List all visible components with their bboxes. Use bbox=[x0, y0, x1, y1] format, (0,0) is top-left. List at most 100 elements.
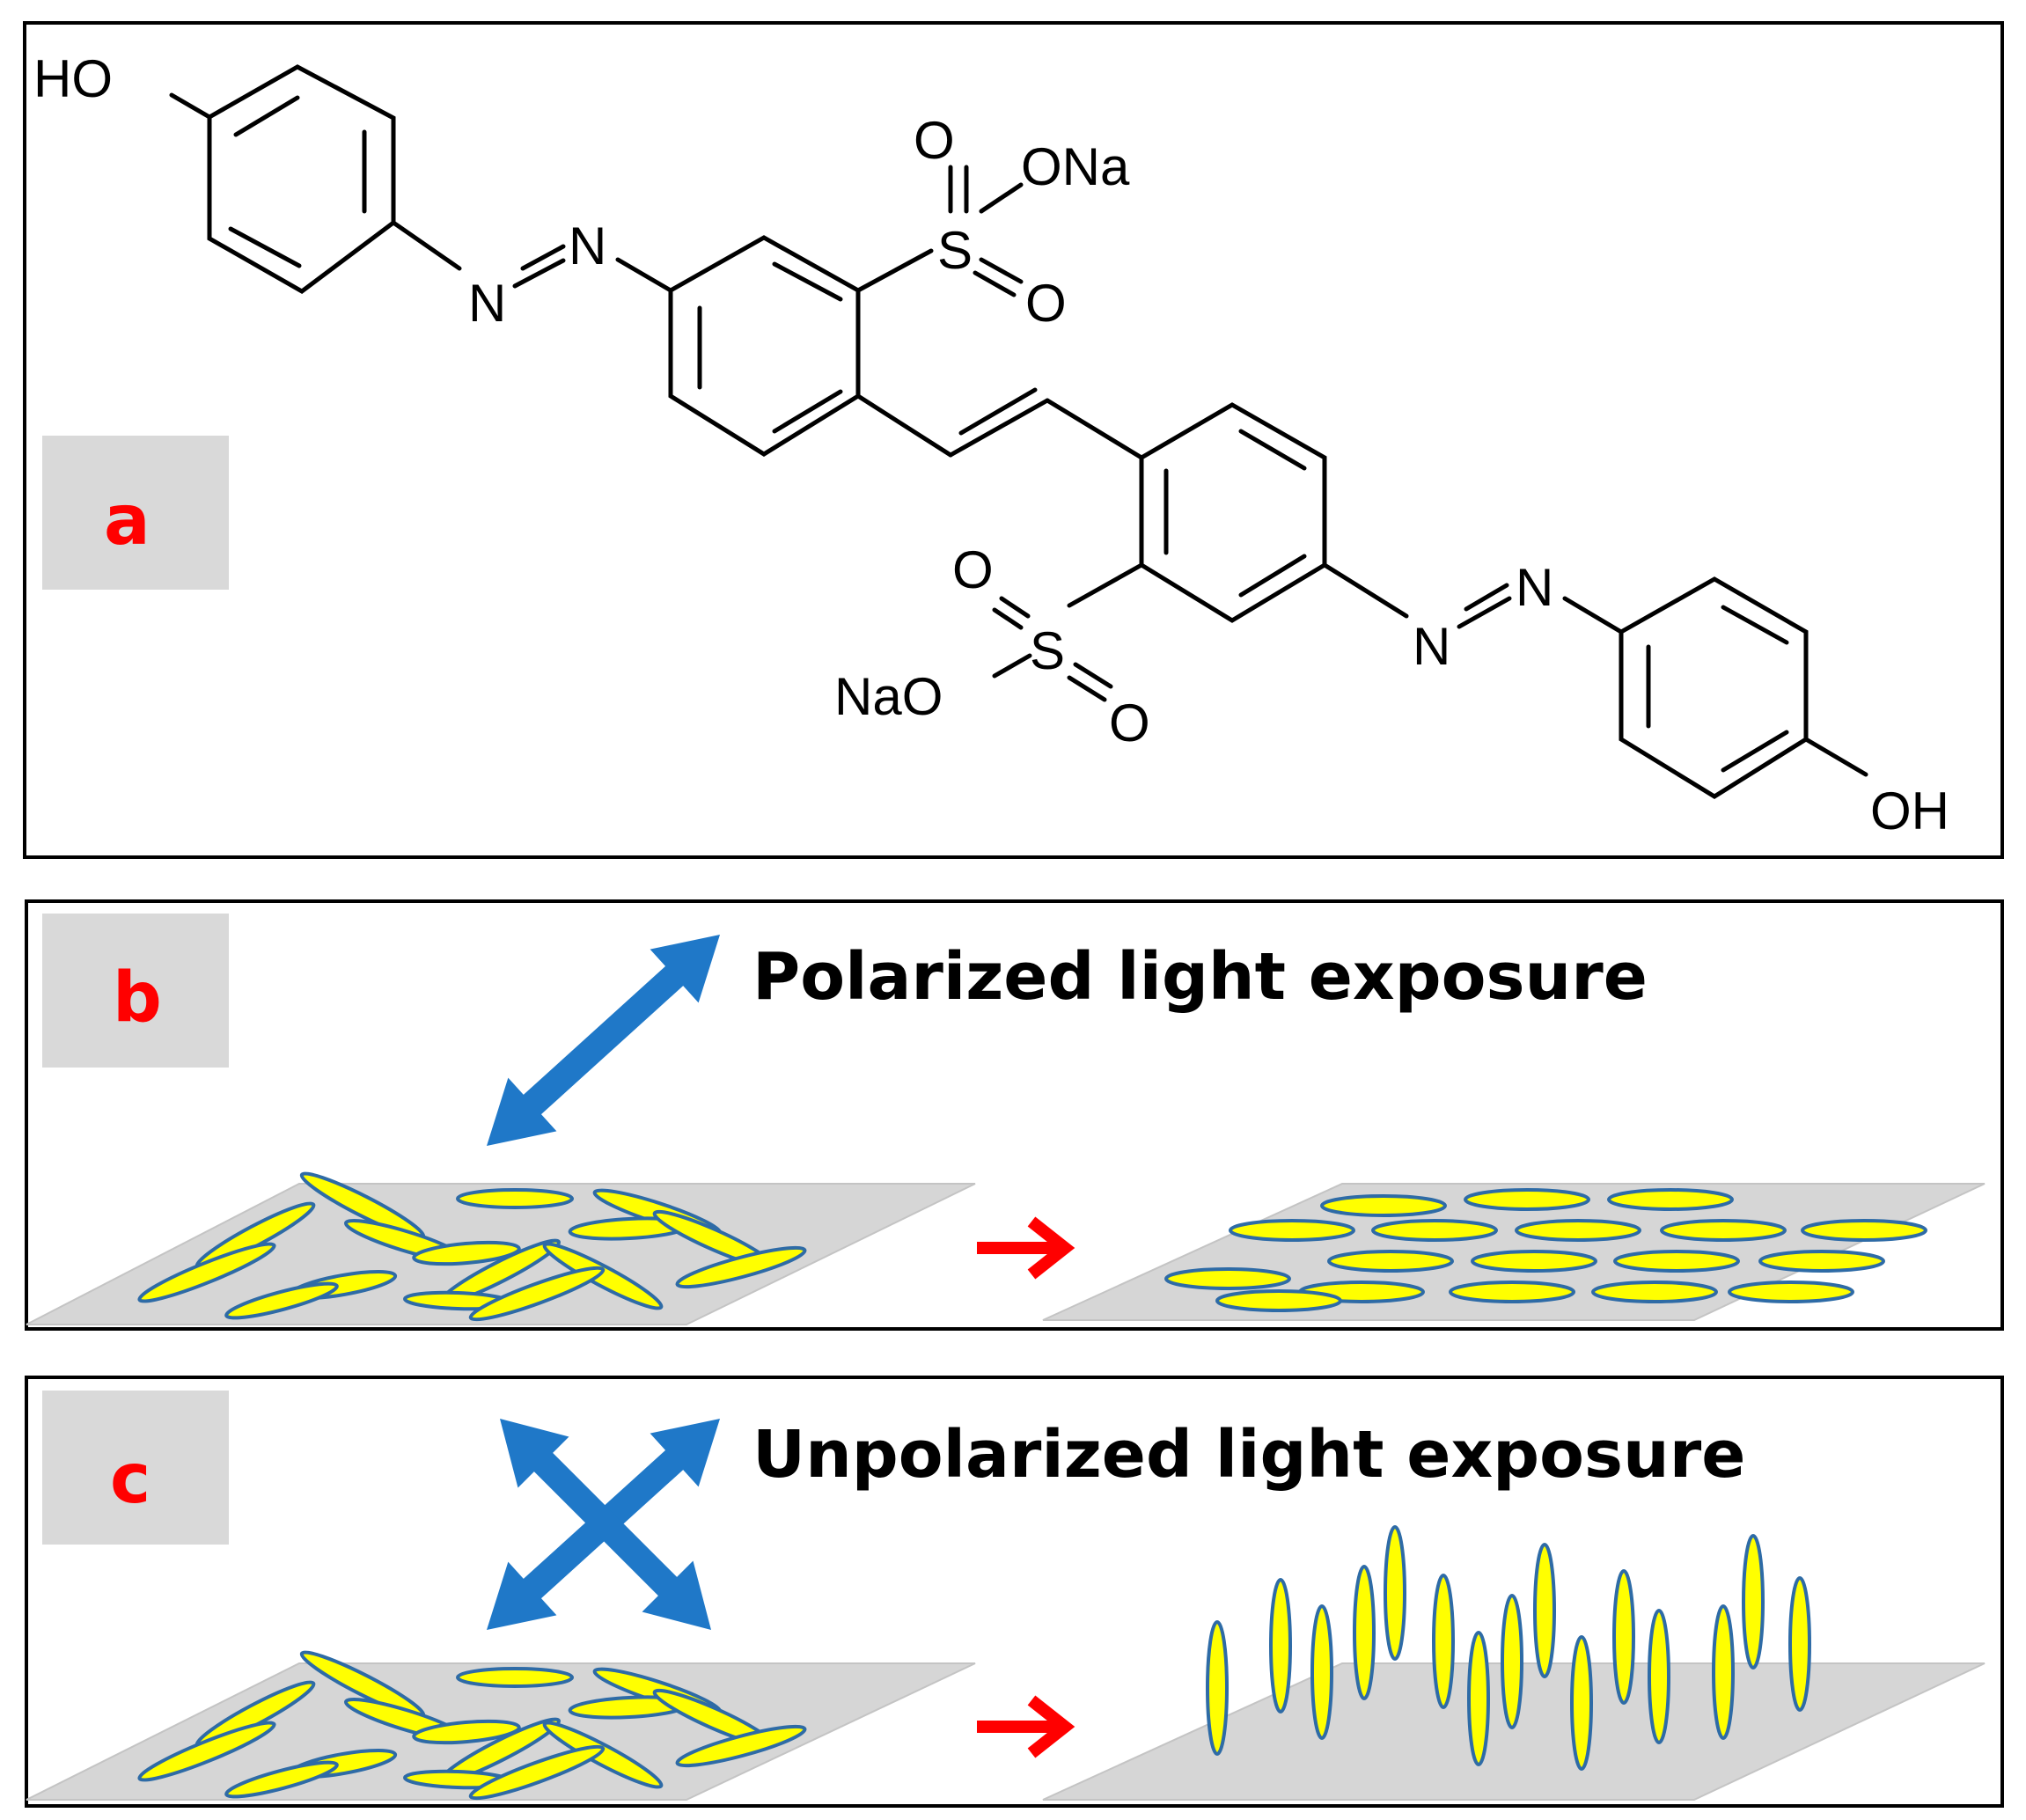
panel-b-title: Polarized light exposure bbox=[752, 939, 1648, 1015]
atom-n3: N bbox=[1413, 617, 1450, 676]
bond-ring-s-top bbox=[855, 248, 934, 293]
molecule-rod bbox=[1612, 1569, 1635, 1705]
molecule-rod bbox=[542, 1242, 664, 1310]
molecule-rod bbox=[1164, 1267, 1291, 1290]
molecule-rod bbox=[468, 1744, 606, 1801]
phenol-ring-right bbox=[1619, 576, 1809, 799]
atom-s-top: S bbox=[937, 221, 973, 280]
molecule-rod bbox=[1501, 1594, 1523, 1729]
panel-c-frame bbox=[25, 1376, 2004, 1808]
process-arrow-icon bbox=[977, 1216, 1075, 1280]
atom-nao: NaO bbox=[834, 667, 943, 726]
molecule-rod bbox=[1353, 1565, 1376, 1700]
atom-oh-bottom: OH bbox=[1870, 782, 1949, 840]
benzene-ring-upper bbox=[668, 235, 861, 457]
molecule-rod bbox=[224, 1281, 339, 1320]
panel-b: b Polarized light exposure bbox=[25, 899, 2004, 1331]
molecule-rod bbox=[456, 1188, 574, 1209]
atom-o4: O bbox=[1109, 694, 1150, 752]
panel-c-title: Unpolarized light exposure bbox=[752, 1417, 1745, 1493]
molecule-rod bbox=[1371, 1219, 1498, 1242]
molecule-rod bbox=[224, 1760, 339, 1799]
bond-n-n-1 bbox=[512, 258, 566, 289]
panel-c-label-box bbox=[42, 1391, 229, 1545]
molecule-rod bbox=[412, 1719, 521, 1745]
molecule-rod bbox=[1467, 1631, 1490, 1766]
bond-ring-n1 bbox=[391, 220, 462, 271]
atom-ho-top: HO bbox=[33, 49, 113, 108]
benzene-ring-lower bbox=[1139, 402, 1327, 623]
molecule-rod bbox=[1206, 1620, 1229, 1756]
atom-o3: O bbox=[952, 540, 994, 599]
bond-n2-ring bbox=[615, 257, 673, 293]
process-arrow-icon-c bbox=[977, 1695, 1075, 1758]
molecule-rod bbox=[1471, 1250, 1597, 1273]
molecule-rod bbox=[468, 1266, 606, 1322]
molecule-rod bbox=[1758, 1250, 1885, 1273]
atom-o2: O bbox=[1025, 274, 1067, 333]
molecule-rod bbox=[137, 1242, 276, 1303]
light-polarization-arrow bbox=[487, 935, 720, 1146]
light-polarization-arrow bbox=[500, 1419, 711, 1630]
molecule-rod bbox=[1712, 1604, 1735, 1740]
bond-n4-ring bbox=[1562, 596, 1624, 635]
atom-s-bottom: S bbox=[1030, 621, 1065, 680]
molecule-rod bbox=[1788, 1576, 1811, 1712]
molecule-rod bbox=[456, 1667, 574, 1688]
molecule-rod bbox=[675, 1724, 807, 1768]
bond-vinyl-1 bbox=[855, 393, 953, 458]
molecule-rod bbox=[1384, 1525, 1406, 1661]
molecule-rod bbox=[1464, 1188, 1590, 1211]
panel-a-label: a bbox=[104, 481, 150, 561]
molecule-rod bbox=[1310, 1604, 1333, 1740]
bond-n-n-2 bbox=[1457, 596, 1512, 629]
panel-b-label-box bbox=[42, 914, 229, 1068]
molecule-rod bbox=[1570, 1635, 1593, 1771]
atom-n1: N bbox=[468, 274, 506, 333]
molecule-rod bbox=[1613, 1250, 1740, 1273]
molecule-structure: HO N N S O ONa O bbox=[33, 49, 1949, 840]
atom-n4: N bbox=[1516, 558, 1553, 617]
phenol-ring-left bbox=[207, 64, 396, 294]
bond-vinyl-2 bbox=[948, 398, 1050, 458]
molecule-rod bbox=[412, 1240, 521, 1266]
molecule-rod bbox=[1801, 1219, 1927, 1242]
molecule-rod bbox=[1327, 1250, 1454, 1273]
panel-a-label-box bbox=[42, 436, 229, 590]
panel-a-frame bbox=[23, 21, 2004, 859]
molecule-rod bbox=[542, 1721, 664, 1789]
molecule-rod bbox=[1648, 1609, 1670, 1744]
atom-ona: ONa bbox=[1021, 137, 1130, 196]
panel-a: a HO N N bbox=[23, 21, 2004, 859]
rods-random-c bbox=[137, 1650, 807, 1801]
molecule-rod bbox=[1660, 1219, 1787, 1242]
atom-n2: N bbox=[569, 216, 606, 275]
molecule-rod bbox=[675, 1245, 807, 1289]
rods-aligned-vertical bbox=[1206, 1525, 1811, 1771]
panel-b-label: b bbox=[113, 958, 162, 1038]
molecule-rod bbox=[1591, 1281, 1718, 1303]
molecule-rod bbox=[1742, 1534, 1765, 1670]
panel-c: c Unpolarized light exposure bbox=[25, 1376, 2004, 1808]
molecule-rod bbox=[1269, 1578, 1292, 1714]
bond-ring-s-bottom bbox=[1067, 562, 1144, 608]
molecule-rod bbox=[1728, 1281, 1854, 1303]
panel-c-label: c bbox=[110, 1440, 150, 1519]
molecule-rod bbox=[1229, 1219, 1355, 1242]
rods-aligned-horizontal bbox=[1164, 1188, 1927, 1312]
double-headed-diagonal-arrow-icon bbox=[487, 935, 720, 1146]
molecule-rod bbox=[1432, 1574, 1455, 1709]
bond-vinyl-3 bbox=[1045, 398, 1144, 460]
bond-ring-n3 bbox=[1322, 562, 1409, 619]
bond-ho-ring bbox=[169, 92, 212, 120]
molecule-rod bbox=[1607, 1188, 1734, 1211]
panel-b-frame bbox=[25, 899, 2004, 1331]
molecule-rod bbox=[137, 1721, 276, 1782]
rods-random bbox=[137, 1171, 807, 1322]
molecule-rod bbox=[1215, 1289, 1342, 1312]
atom-o1: O bbox=[914, 111, 955, 170]
molecule-rod bbox=[1515, 1219, 1641, 1242]
bond-ring-oh bbox=[1803, 737, 1868, 777]
molecule-rod bbox=[1320, 1194, 1447, 1217]
